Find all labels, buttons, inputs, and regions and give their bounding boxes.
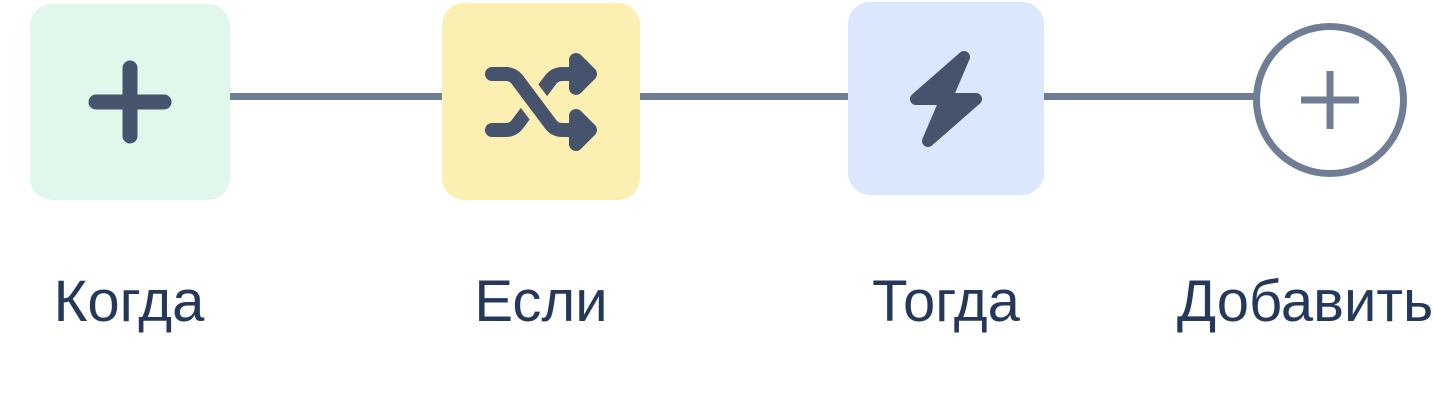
connector-line [228, 93, 444, 100]
node-label-then: Тогда [872, 269, 1020, 334]
shuffle-icon [485, 52, 598, 151]
node-label-when: Когда [53, 269, 205, 334]
lightning-icon [909, 50, 983, 147]
node-when[interactable] [30, 4, 230, 200]
node-label-if: Если [474, 269, 608, 334]
plus-circle-icon [1301, 71, 1359, 129]
node-if[interactable] [442, 3, 640, 200]
node-label-add: Добавить [1176, 269, 1433, 334]
add-step-button[interactable] [1253, 23, 1407, 177]
connector-line [638, 93, 850, 100]
plus-icon [88, 60, 172, 144]
connector-line [1040, 93, 1258, 100]
node-then[interactable] [848, 2, 1044, 195]
